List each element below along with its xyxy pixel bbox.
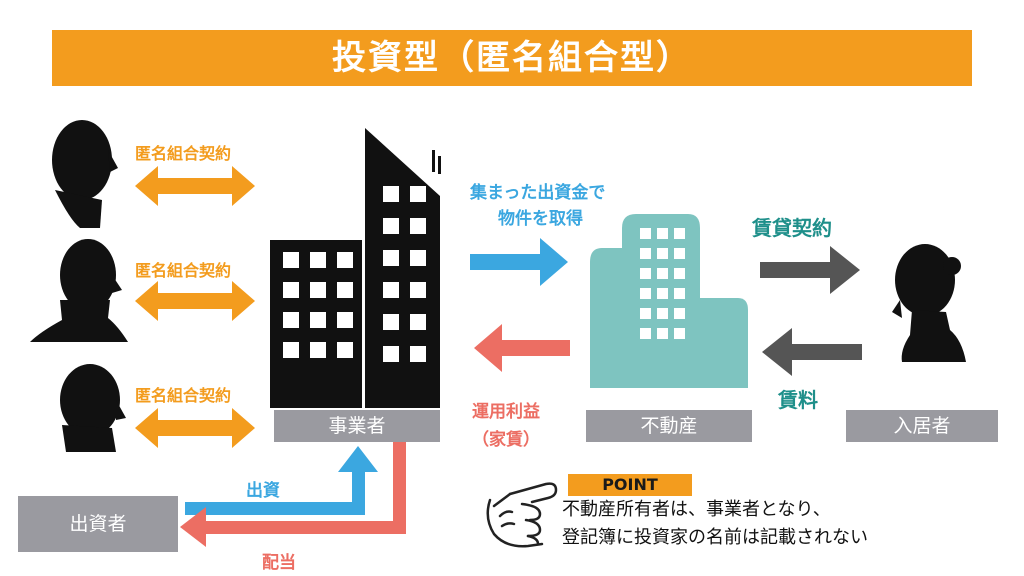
profit-arrow-icon <box>474 324 570 372</box>
operator-box: 事業者 <box>274 410 440 442</box>
point-badge: POINT <box>568 474 692 496</box>
tenant-silhouette-icon <box>892 244 966 362</box>
profit-label: 運用利益 （家賃） <box>472 398 540 454</box>
pointing-hand-icon <box>486 482 558 548</box>
contract-label-2: 匿名組合契約 <box>135 261 232 280</box>
contract-arrow-3-icon <box>135 408 255 448</box>
point-text-line-2: 登記簿に投資家の名前は記載されない <box>562 527 868 548</box>
investor-box: 出資者 <box>18 496 178 552</box>
point-text-line-1: 不動産所有者は、事業者となり、 <box>562 499 831 520</box>
acquire-label-line-1: 集まった出資金で <box>470 183 606 203</box>
contract-arrow-2-icon <box>135 281 255 321</box>
investor-silhouette-2-icon <box>30 239 128 342</box>
rent-label: 賃料 <box>778 388 818 412</box>
dividend-arrow-icon <box>180 440 406 547</box>
acquire-arrow-icon <box>470 238 568 286</box>
tenant-box: 入居者 <box>846 410 998 442</box>
lease-arrow-icon <box>760 246 860 294</box>
contract-label-1: 匿名組合契約 <box>135 144 232 163</box>
lease-contract-label: 賃貸契約 <box>752 216 832 240</box>
investor-silhouette-1-icon <box>52 120 118 228</box>
point-text: 不動産所有者は、事業者となり、 登記簿に投資家の名前は記載されない <box>562 496 982 552</box>
acquire-label-line-2: 物件を取得 <box>498 209 583 229</box>
operator-building-icon <box>270 128 441 408</box>
page-title: 投資型（匿名組合型） <box>52 30 972 86</box>
real-estate-building-icon <box>590 214 748 388</box>
contract-arrow-1-icon <box>135 166 255 206</box>
acquire-label: 集まった出資金で 物件を取得 <box>470 180 650 232</box>
rent-arrow-icon <box>762 328 862 376</box>
profit-label-line-2: （家賃） <box>472 430 540 450</box>
dividend-label: 配当 <box>262 553 296 573</box>
profit-label-line-1: 運用利益 <box>472 402 540 422</box>
investor-silhouette-3-icon <box>60 364 126 452</box>
contract-label-3: 匿名組合契約 <box>135 386 232 405</box>
investment-label: 出資 <box>246 481 280 501</box>
investment-arrow-icon <box>185 446 378 515</box>
real-estate-box: 不動産 <box>586 410 752 442</box>
